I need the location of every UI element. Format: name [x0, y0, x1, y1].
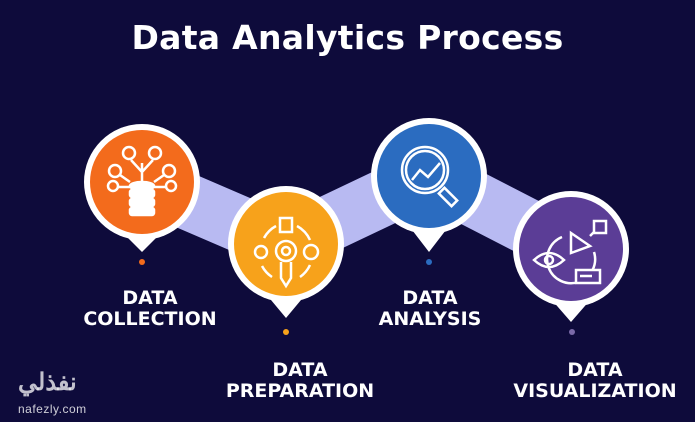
step-analysis-pin	[371, 118, 487, 265]
connector-band	[130, 144, 584, 275]
step-visualization-pin	[513, 191, 629, 335]
step-dot	[426, 259, 432, 265]
step-dot	[139, 259, 145, 265]
step-preparation-pin	[228, 186, 344, 335]
gear-pencil-cycle-icon	[253, 216, 320, 289]
page-title: Data Analytics Process	[131, 18, 564, 57]
watermark-url: nafezly.com	[18, 402, 87, 416]
eye-pie-chart-icon	[532, 219, 608, 285]
magnifier-chart-icon	[400, 145, 459, 208]
step-collection-pin	[84, 124, 200, 265]
step-dot	[569, 329, 575, 335]
database-users-icon	[106, 145, 178, 217]
step-dot	[283, 329, 289, 335]
watermark-logo: نفذلي	[18, 369, 77, 396]
